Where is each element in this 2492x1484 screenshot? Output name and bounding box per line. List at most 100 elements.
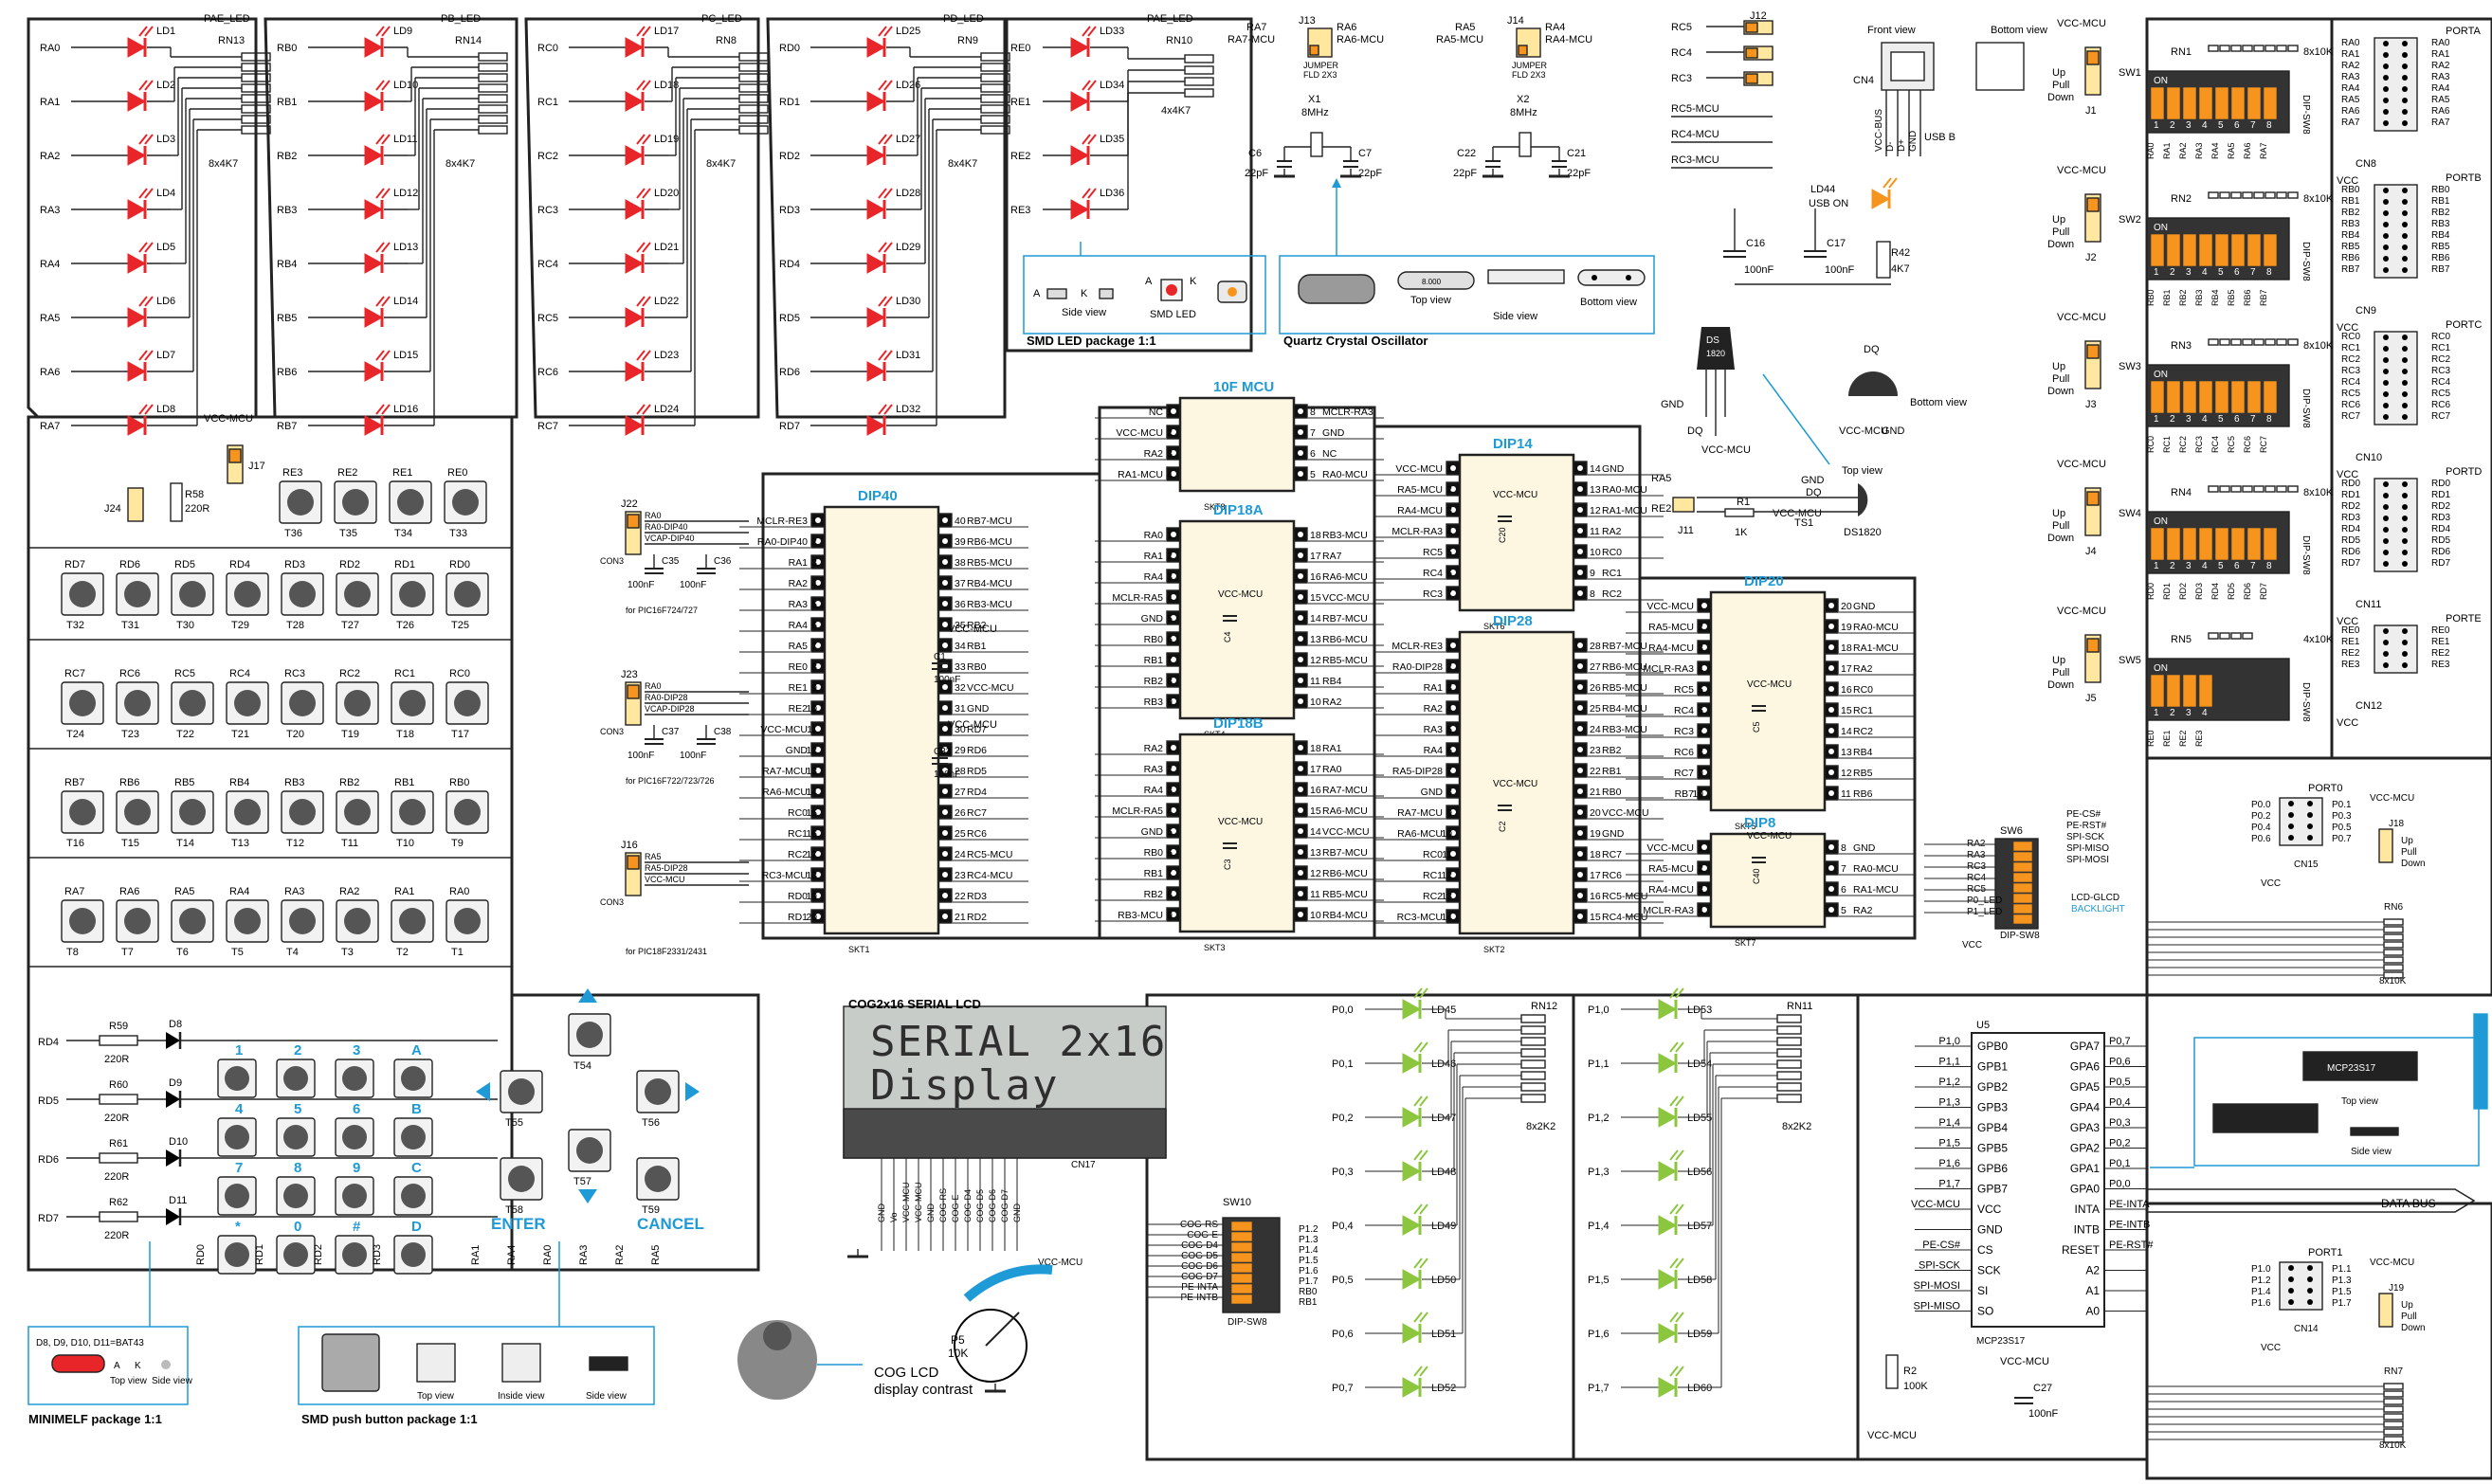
led-red bbox=[127, 91, 147, 112]
socket-hole bbox=[1577, 830, 1583, 836]
pin bbox=[2402, 267, 2408, 273]
rn-element bbox=[1520, 1082, 1546, 1092]
pin bbox=[2383, 403, 2389, 408]
button-cap bbox=[234, 908, 261, 934]
socket-pin-num: 12 bbox=[806, 745, 817, 756]
crystal bbox=[1519, 132, 1532, 157]
pin bbox=[2402, 109, 2408, 115]
osc-pin: RA4-MCU bbox=[1545, 34, 1592, 45]
socket-pin-num: 13 bbox=[1590, 484, 1601, 496]
socket-hole bbox=[1298, 615, 1303, 621]
socket-pin-left: MCLR-RA3 bbox=[1643, 663, 1694, 675]
pin bbox=[2402, 75, 2408, 81]
button-pin: RC4 bbox=[229, 668, 250, 679]
dip-lever bbox=[2151, 381, 2164, 413]
green-led bbox=[1402, 1053, 1422, 1074]
socket-pin-num: 3 bbox=[1446, 505, 1452, 516]
osc-cap-val: 22pF bbox=[1453, 168, 1477, 179]
jmp-note: for PIC16F724/727 bbox=[626, 606, 698, 615]
key-cap bbox=[401, 1125, 426, 1149]
ds-jumper-id: J11 bbox=[1678, 525, 1694, 536]
kp-diode-id: D9 bbox=[169, 1077, 182, 1089]
socket-pin-left: RA5 bbox=[789, 641, 809, 652]
green-led bbox=[1658, 1215, 1678, 1236]
dip-num: 5 bbox=[2218, 267, 2224, 278]
socket-hole bbox=[1701, 707, 1707, 713]
button-id: T33 bbox=[449, 528, 467, 539]
osc-crystal-id: X2 bbox=[1517, 94, 1529, 105]
jumper-cap bbox=[228, 448, 242, 463]
pkg-smd-led: SMD LED bbox=[1150, 309, 1196, 320]
pin bbox=[2307, 801, 2313, 806]
pkg-a: A bbox=[1033, 288, 1041, 299]
pot-body bbox=[954, 1309, 1028, 1383]
osc-jumper-label: JUMPER bbox=[1512, 61, 1548, 70]
dip-lever bbox=[2183, 87, 2196, 119]
port-pin-left: RA5 bbox=[2341, 95, 2360, 105]
port-pin-right: RD2 bbox=[2431, 501, 2450, 512]
nav-pin: RA2 bbox=[614, 1245, 626, 1265]
pot-id: P5 bbox=[951, 1333, 965, 1347]
quartz-bottom-view: Bottom view bbox=[1580, 297, 1637, 308]
usb-pin: RC5 bbox=[1671, 22, 1692, 33]
socket-hole bbox=[1577, 684, 1583, 690]
socket-pin-left: RA3 bbox=[1144, 764, 1164, 775]
button-pin: RB2 bbox=[339, 777, 359, 788]
socket-pin-left: NC bbox=[1149, 407, 1164, 418]
socket-pin-right: RB5-MCU bbox=[1322, 655, 1368, 666]
socket-pin-right: RB3-MCU bbox=[1602, 724, 1647, 735]
dip-lever bbox=[2231, 234, 2245, 266]
rn-element bbox=[2219, 632, 2230, 640]
socket-pin-right: RA2 bbox=[1853, 905, 1873, 916]
sw6-vcc: VCC bbox=[1962, 940, 1982, 950]
button-pin: RA2 bbox=[339, 886, 359, 897]
button-pin: RA4 bbox=[229, 886, 249, 897]
led-pin-label: RE0 bbox=[1010, 43, 1030, 54]
led-red bbox=[866, 415, 886, 436]
socket-hole bbox=[815, 538, 821, 544]
button-cap bbox=[399, 690, 426, 716]
socket-pin-left: VCC-MCU bbox=[760, 724, 808, 735]
socket-hole bbox=[1298, 678, 1303, 683]
pin bbox=[2383, 86, 2389, 92]
button-cap bbox=[454, 581, 481, 607]
pull-down: Down bbox=[2047, 533, 2074, 544]
pled-led-id: LD58 bbox=[1687, 1275, 1712, 1286]
socket-pin-left: RA5-DIP28 bbox=[1392, 766, 1443, 777]
pled-rv: 8x2K2 bbox=[1782, 1121, 1811, 1132]
socket-hole bbox=[1577, 570, 1583, 575]
socket-hole bbox=[815, 872, 821, 878]
socket-hole bbox=[1171, 594, 1176, 600]
rn-element bbox=[1776, 1082, 1802, 1092]
led-ray bbox=[144, 404, 154, 415]
ds-dq: DQ bbox=[1864, 344, 1880, 355]
socket-hole bbox=[1577, 893, 1583, 898]
led-bank-port: PB_LED bbox=[441, 13, 481, 25]
sw10-lever bbox=[1231, 1222, 1252, 1231]
button-pin: RB7 bbox=[64, 777, 84, 788]
pled-led-id: LD56 bbox=[1687, 1167, 1712, 1178]
led-name: LD33 bbox=[1100, 26, 1124, 37]
green-led bbox=[1402, 1377, 1422, 1398]
jmp-cap: C36 bbox=[714, 556, 732, 567]
pull-down: Down bbox=[2401, 859, 2426, 869]
jmp-pin: RA5 bbox=[645, 852, 662, 861]
button-id: T55 bbox=[505, 1117, 523, 1129]
socket-hole bbox=[1828, 790, 1834, 796]
socket-pin-num: 11 bbox=[1310, 676, 1320, 687]
pointer-arrow bbox=[1332, 178, 1341, 188]
socket-hole bbox=[1171, 807, 1176, 813]
pin bbox=[2402, 98, 2408, 103]
sw6-label: SPI-MISO bbox=[2066, 843, 2109, 854]
board-frame bbox=[2330, 17, 2492, 760]
data-bus-arrow bbox=[2147, 1188, 2476, 1213]
jmp-cap: C37 bbox=[662, 727, 680, 737]
mcp-pkg-chip: MCP23S17 bbox=[2327, 1063, 2376, 1074]
dip-pin-label: RC5 bbox=[2227, 436, 2236, 453]
button-cap bbox=[454, 799, 481, 825]
dip-switch-id: SW1 bbox=[2119, 67, 2141, 79]
led-ray bbox=[636, 350, 646, 361]
green-led bbox=[1402, 1215, 1422, 1236]
usb-pin: RC3-MCU bbox=[1671, 154, 1719, 166]
led-ray bbox=[878, 242, 887, 253]
